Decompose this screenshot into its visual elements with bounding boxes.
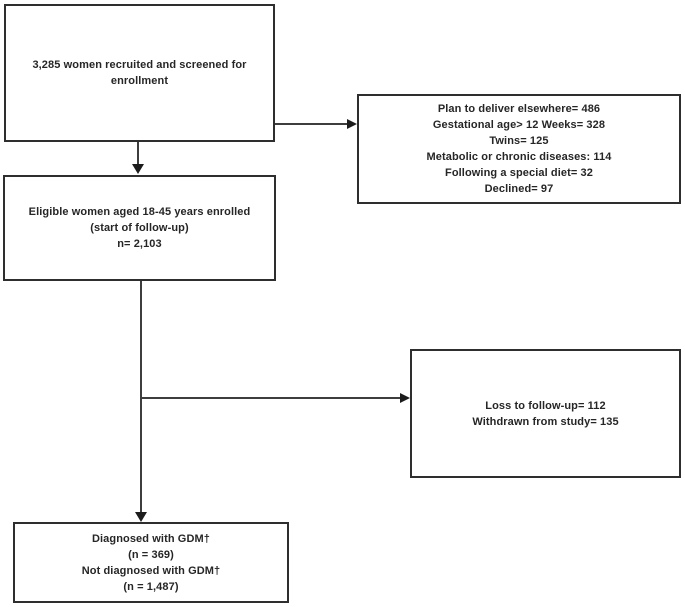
box-recruited-screened: 3,285 women recruited and screened for e… [4, 4, 275, 142]
box-outcome-text: Diagnosed with GDM† (n = 369) Not diagno… [81, 532, 221, 593]
arrowhead-right-exclusions-icon [347, 119, 357, 129]
box-eligible-enrolled: Eligible women aged 18-45 years enrolled… [3, 175, 276, 281]
connector-recruited-to-eligible [137, 142, 139, 166]
connector-eligible-to-outcome [140, 281, 142, 514]
box-exclusion-reasons: Plan to deliver elsewhere= 486 Gestation… [357, 94, 681, 204]
box-eligible-text: Eligible women aged 18-45 years enrolled… [28, 206, 251, 250]
arrowhead-right-loss-icon [400, 393, 410, 403]
connector-branch-to-loss [141, 397, 401, 399]
arrowhead-down-outcome-icon [135, 512, 147, 522]
box-loss-text: Loss to follow-up= 112 Withdrawn from st… [472, 399, 619, 428]
box-exclusions-text: Plan to deliver elsewhere= 486 Gestation… [426, 103, 612, 195]
arrowhead-down-eligible-icon [132, 164, 144, 174]
box-gdm-outcome: Diagnosed with GDM† (n = 369) Not diagno… [13, 522, 289, 603]
box-recruited-text: 3,285 women recruited and screened for e… [32, 59, 247, 87]
box-loss-withdrawn: Loss to follow-up= 112 Withdrawn from st… [410, 349, 681, 478]
connector-recruited-to-exclusions [275, 123, 349, 125]
